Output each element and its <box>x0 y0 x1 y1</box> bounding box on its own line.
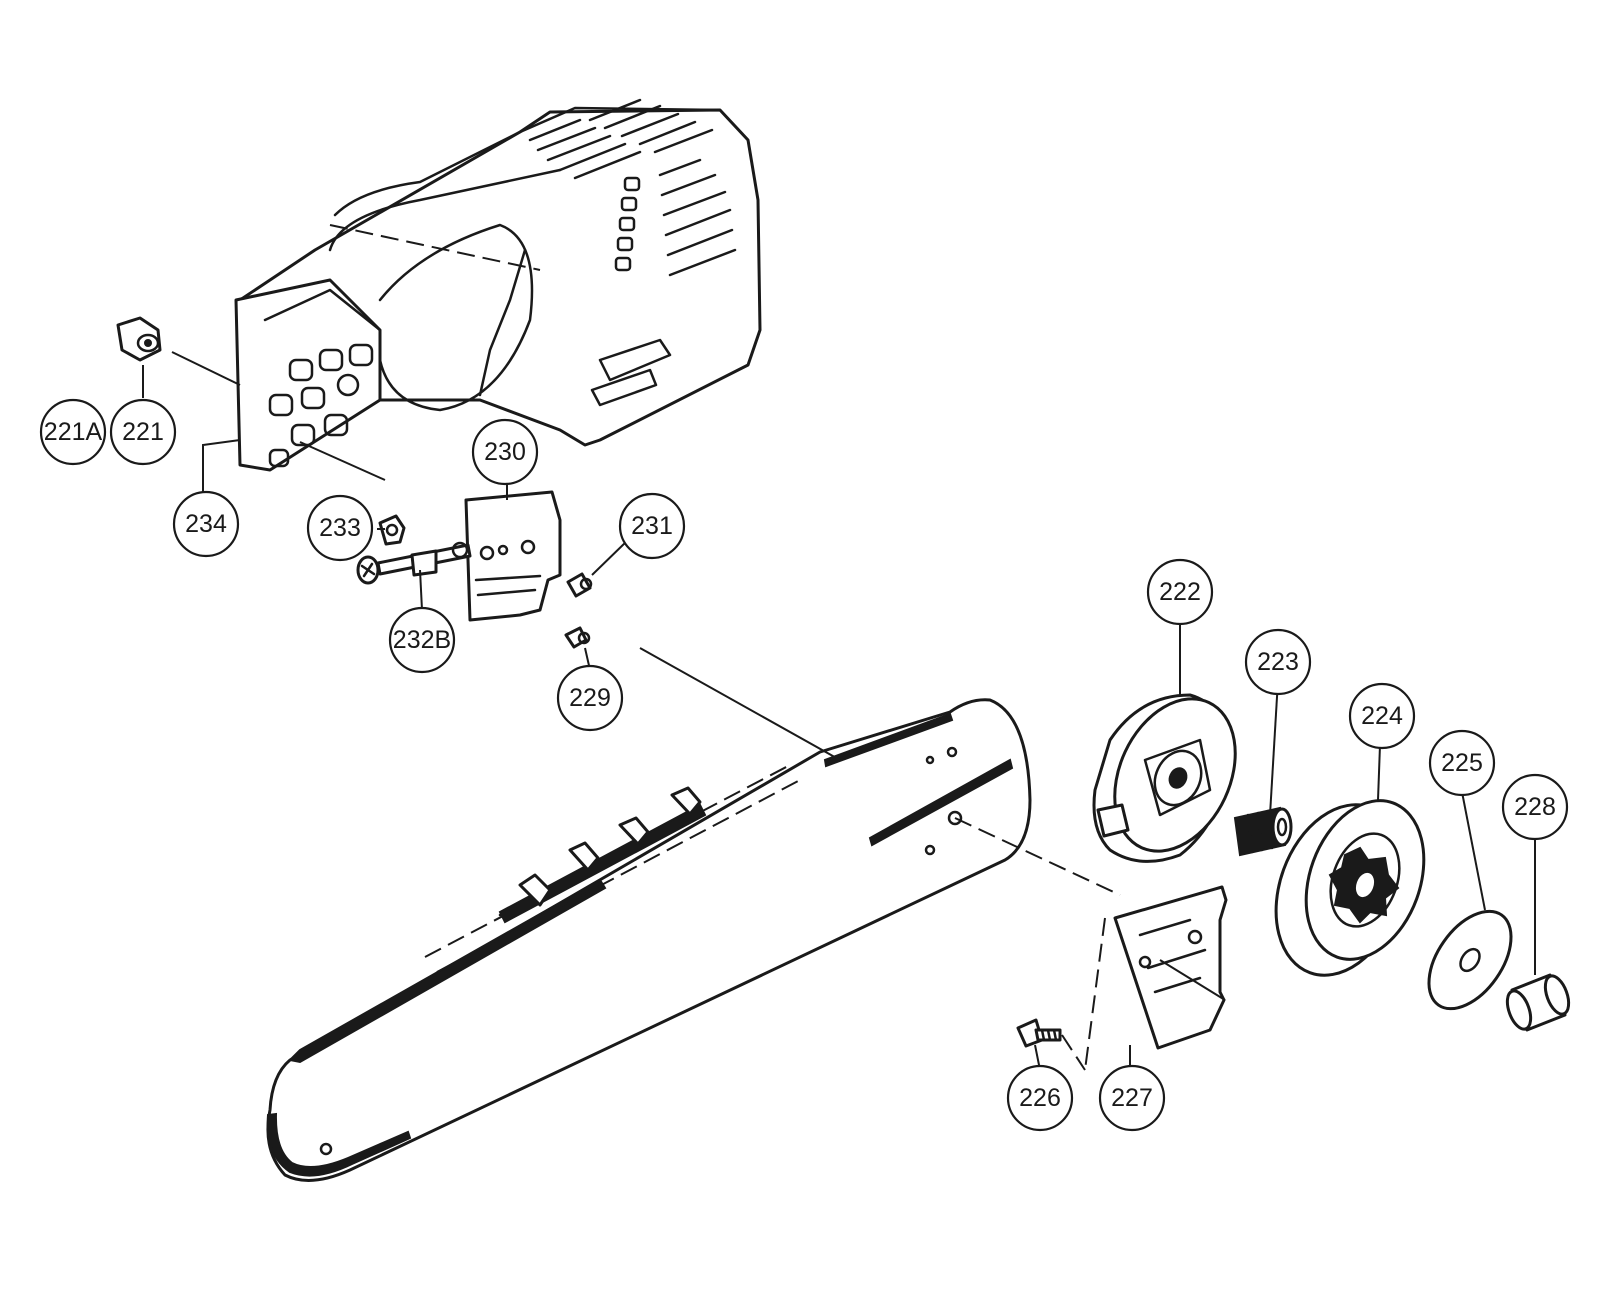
callout-231: 231 <box>618 492 686 560</box>
callout-label: 221A <box>44 418 103 446</box>
callout-label: 224 <box>1361 702 1403 730</box>
callout-221a: 221A <box>39 398 107 466</box>
callout-228: 228 <box>1501 773 1569 841</box>
callout-233: 233 <box>306 494 374 562</box>
clutch-drum-sprocket <box>1274 799 1426 977</box>
top-vent-slots <box>528 98 714 180</box>
bar-plate-screw <box>1016 1018 1062 1048</box>
callout-label: 226 <box>1019 1084 1061 1112</box>
callout-222: 222 <box>1146 558 1214 626</box>
callout-label: 231 <box>631 512 673 540</box>
callout-224: 224 <box>1348 682 1416 750</box>
callout-label: 223 <box>1257 648 1299 676</box>
callout-label: 222 <box>1159 578 1201 606</box>
callout-label: 227 <box>1111 1084 1153 1112</box>
screw <box>564 626 591 649</box>
callout-label: 232B <box>393 626 451 654</box>
needle-bearing <box>1233 806 1293 857</box>
callout-227: 227 <box>1098 1064 1166 1132</box>
callout-226: 226 <box>1006 1064 1074 1132</box>
callout-229: 229 <box>556 664 624 732</box>
tensioner-bolt <box>356 541 472 585</box>
callout-leaders <box>142 365 1536 1071</box>
callout-label: 229 <box>569 684 611 712</box>
assembly-lines <box>171 224 1226 1071</box>
front-box-holes <box>268 343 374 468</box>
adjuster-screw <box>378 514 406 546</box>
washer <box>1427 909 1513 1011</box>
collar <box>1505 973 1571 1032</box>
bar-nut <box>116 316 162 362</box>
callout-230: 230 <box>471 418 539 486</box>
callout-221: 221 <box>109 398 177 466</box>
screw <box>566 572 593 598</box>
guide-bar <box>266 698 1032 1182</box>
callout-label: 234 <box>185 510 227 538</box>
cover-plate <box>464 490 562 622</box>
callout-label: 233 <box>319 514 361 542</box>
callout-label: 221 <box>122 418 164 446</box>
clutch-assembly <box>1092 693 1237 863</box>
callout-label: 225 <box>1441 749 1483 777</box>
saw-chain <box>424 764 801 973</box>
callout-232b: 232B <box>388 606 456 674</box>
callout-225: 225 <box>1428 729 1496 797</box>
callout-223: 223 <box>1244 628 1312 696</box>
callout-label: 228 <box>1514 793 1556 821</box>
side-vent-openings <box>590 158 737 407</box>
callout-234: 234 <box>172 490 240 558</box>
callout-label: 230 <box>484 438 526 466</box>
engine-cover-housing <box>234 98 762 472</box>
